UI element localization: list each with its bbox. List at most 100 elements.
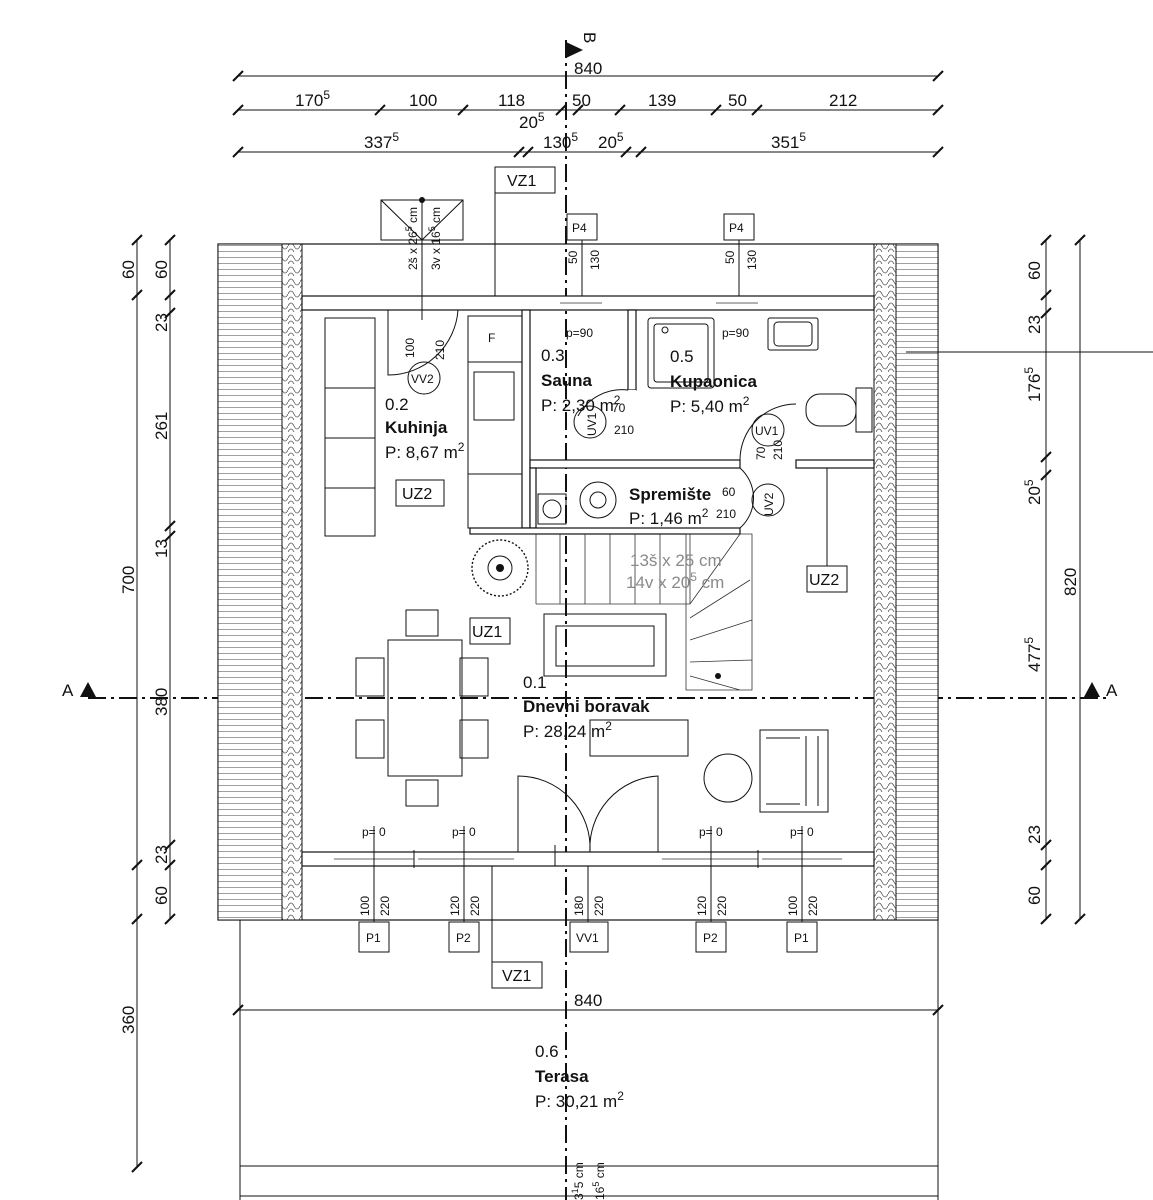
overall-width-dim: 840 [574, 59, 602, 78]
svg-text:360: 360 [119, 1006, 138, 1034]
room-dnevni-boravak: 0.1 Dnevni boravak P: 28,24 m2 [523, 673, 650, 741]
svg-text:23: 23 [1025, 315, 1044, 334]
svg-text:210: 210 [433, 340, 447, 360]
svg-text:60: 60 [1025, 261, 1044, 280]
door-uv-sauna: UV1 70 210 [573, 389, 634, 439]
svg-text:B: B [580, 32, 599, 43]
bathroom-fixtures [537, 317, 873, 525]
svg-text:380: 380 [152, 688, 171, 716]
svg-text:p=90: p=90 [722, 326, 749, 340]
tag-uz2-right: UZ2 [806, 468, 848, 593]
dim-row2-3: 205 [598, 130, 624, 152]
door-vv1-double [517, 775, 659, 866]
fridge-label: F [488, 331, 495, 345]
bottom-cut-dim-a: 315 cm [570, 1162, 586, 1200]
svg-text:210: 210 [771, 440, 785, 460]
svg-text:0.1: 0.1 [523, 673, 547, 692]
svg-text:60: 60 [722, 485, 736, 499]
right-dimensions: 60 23 1765 205 4775 820 23 60 [1022, 234, 1086, 925]
stairs-spec-1: 13š x 25 cm [630, 551, 722, 570]
svg-text:VV1: VV1 [576, 931, 599, 945]
svg-text:0.5: 0.5 [670, 347, 694, 366]
svg-text:100: 100 [358, 896, 372, 916]
tag-p4-left: P4 50 130 p=90 [566, 213, 602, 340]
svg-text:13: 13 [152, 539, 171, 558]
svg-text:120: 120 [448, 896, 462, 916]
dim-row1-7: 212 [829, 91, 857, 110]
svg-text:210: 210 [614, 423, 634, 437]
svg-text:UZ2: UZ2 [402, 486, 432, 503]
svg-text:60: 60 [1025, 886, 1044, 905]
svg-text:220: 220 [806, 896, 820, 916]
stairs-spec-2: 14v x 205 cm [626, 570, 724, 592]
stove [471, 539, 529, 597]
svg-text:130: 130 [588, 250, 602, 270]
svg-text:220: 220 [468, 896, 482, 916]
tag-uz2-kitchen: UZ2 [395, 479, 445, 507]
tag-vz1-bottom: VZ1 [502, 968, 531, 985]
svg-text:220: 220 [715, 896, 729, 916]
top-dimensions: 840 1705 100 118 50 139 50 212 205 3375 … [232, 59, 944, 158]
svg-text:A: A [62, 681, 74, 700]
room-kupaonica: 0.5 Kupaonica P: 5,40 m2 [670, 347, 757, 416]
dim-row1-2: 100 [409, 91, 437, 110]
svg-text:180: 180 [572, 896, 586, 916]
svg-text:820: 820 [1061, 568, 1080, 596]
chimney: 2š x 265 cm 3v x 165 cm [380, 197, 464, 320]
svg-text:P: 8,67 m2: P: 8,67 m2 [385, 440, 465, 462]
svg-text:P4: P4 [572, 221, 587, 235]
tag-uz1: UZ1 [469, 617, 511, 645]
building-outline [217, 243, 1153, 921]
svg-text:700: 700 [119, 566, 138, 594]
bottom-width-dim: 840 [574, 991, 602, 1010]
svg-text:23: 23 [152, 313, 171, 332]
svg-text:220: 220 [378, 896, 392, 916]
svg-text:60: 60 [152, 886, 171, 905]
svg-text:60: 60 [119, 260, 138, 279]
dim-row2-1: 3375 [364, 130, 399, 152]
svg-text:P: 28,24 m2: P: 28,24 m2 [523, 719, 612, 741]
svg-text:Dnevni boravak: Dnevni boravak [523, 697, 650, 716]
door-uv1: UV1 70 210 [739, 403, 797, 461]
section-b-marker: B [565, 32, 599, 1200]
svg-text:50: 50 [723, 250, 737, 264]
bottom-openings: p= 0 p= 0 p= 0 p= 0 100 220 120 220 180 … [358, 825, 820, 989]
svg-text:UV1: UV1 [585, 412, 599, 436]
dim-row1-5: 139 [648, 91, 676, 110]
svg-text:50: 50 [566, 250, 580, 264]
svg-text:UZ1: UZ1 [472, 624, 502, 641]
svg-text:P: 5,40 m2: P: 5,40 m2 [670, 394, 750, 416]
dim-row1-4: 50 [572, 91, 591, 110]
svg-text:VV2: VV2 [411, 372, 434, 386]
room-kuhinja: 0.2 Kuhinja P: 8,67 m2 [385, 395, 465, 462]
dim-row2-2: 1305 [543, 130, 578, 152]
svg-text:P1: P1 [366, 931, 381, 945]
svg-text:Kupaonica: Kupaonica [670, 372, 757, 391]
svg-text:261: 261 [152, 412, 171, 440]
svg-text:P1: P1 [794, 931, 809, 945]
door-vv2: VV2 100 210 [387, 309, 459, 395]
svg-text:220: 220 [592, 896, 606, 916]
door-uv2: UV2 60 210 [716, 467, 785, 529]
svg-text:Sauna: Sauna [541, 371, 593, 390]
bottom-cut-dim-b: 165 cm [591, 1162, 607, 1200]
room-spremiste: Spremište P: 1,46 m2 [629, 485, 711, 528]
svg-text:VZ1: VZ1 [507, 173, 536, 190]
svg-text:100: 100 [403, 338, 417, 358]
chimney-dim-a: 2š x 265 cm [404, 207, 420, 270]
svg-text:UV1: UV1 [755, 424, 779, 438]
dim-row1-3: 118 [498, 91, 525, 110]
svg-text:23: 23 [152, 845, 171, 864]
interior-walls [469, 309, 875, 535]
svg-text:4775: 4775 [1022, 637, 1044, 672]
living-furniture [355, 609, 829, 813]
svg-text:23: 23 [1025, 825, 1044, 844]
svg-text:Kuhinja: Kuhinja [385, 418, 448, 437]
svg-text:60: 60 [152, 260, 171, 279]
svg-text:70: 70 [612, 401, 626, 415]
svg-text:70: 70 [754, 446, 768, 460]
left-dimensions: 60 60 23 261 13 700 380 23 60 360 [119, 234, 176, 1173]
svg-text:Spremište: Spremište [629, 485, 711, 504]
svg-text:0.2: 0.2 [385, 395, 409, 414]
